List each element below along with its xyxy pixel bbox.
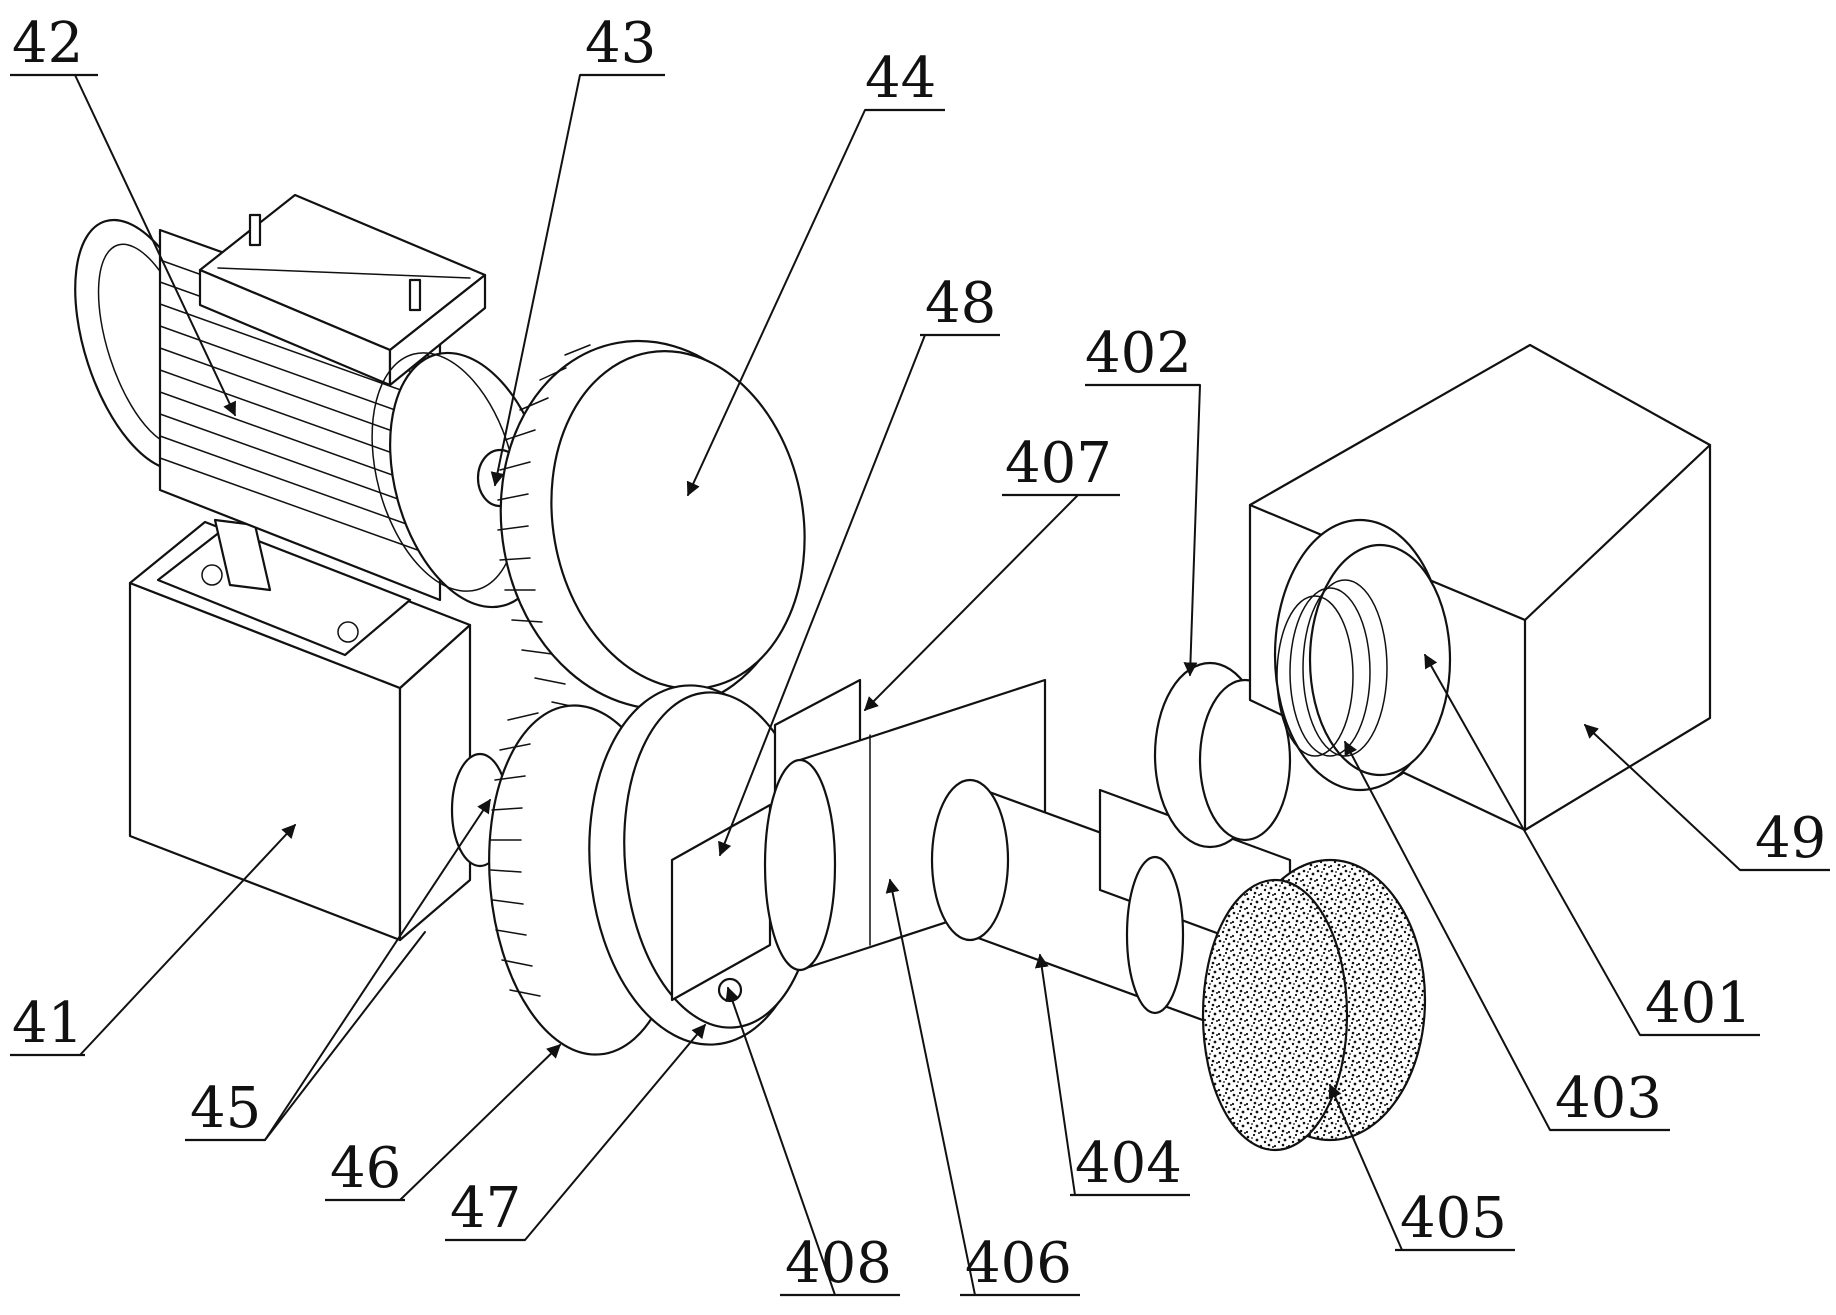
label-43: 43	[580, 11, 665, 76]
grinding-wheel	[1203, 860, 1425, 1150]
svg-text:49: 49	[1755, 806, 1826, 871]
label-406: 406	[960, 1231, 1080, 1296]
label-45: 45	[185, 1076, 265, 1141]
svg-text:45: 45	[190, 1076, 261, 1141]
svg-text:407: 407	[1005, 431, 1112, 496]
label-46: 46	[325, 1136, 405, 1201]
svg-text:408: 408	[785, 1231, 892, 1296]
svg-text:403: 403	[1555, 1066, 1662, 1131]
label-405: 405	[1395, 1186, 1515, 1251]
label-404: 404	[1070, 1131, 1190, 1196]
svg-text:48: 48	[925, 271, 996, 336]
svg-text:406: 406	[965, 1231, 1072, 1296]
large-gear	[472, 317, 830, 733]
svg-text:46: 46	[330, 1136, 401, 1201]
label-42: 42	[10, 11, 98, 76]
label-403: 403	[1550, 1066, 1670, 1131]
label-402: 402	[1085, 321, 1200, 386]
svg-text:402: 402	[1085, 321, 1192, 386]
label-41: 41	[10, 991, 85, 1056]
label-49: 49	[1740, 806, 1830, 871]
label-407: 407	[1002, 431, 1120, 496]
svg-text:44: 44	[865, 46, 936, 111]
svg-text:401: 401	[1645, 971, 1752, 1036]
svg-text:42: 42	[12, 11, 83, 76]
svg-text:41: 41	[12, 991, 83, 1056]
label-401: 401	[1640, 971, 1760, 1036]
gearbox-housing	[1250, 345, 1710, 830]
label-44: 44	[865, 46, 945, 111]
svg-text:47: 47	[450, 1176, 521, 1241]
svg-text:404: 404	[1075, 1131, 1182, 1196]
motor	[48, 195, 576, 655]
label-48: 48	[920, 271, 1000, 336]
svg-text:405: 405	[1400, 1186, 1507, 1251]
label-408: 408	[780, 1231, 900, 1296]
label-47: 47	[445, 1176, 525, 1241]
svg-text:43: 43	[585, 11, 656, 76]
